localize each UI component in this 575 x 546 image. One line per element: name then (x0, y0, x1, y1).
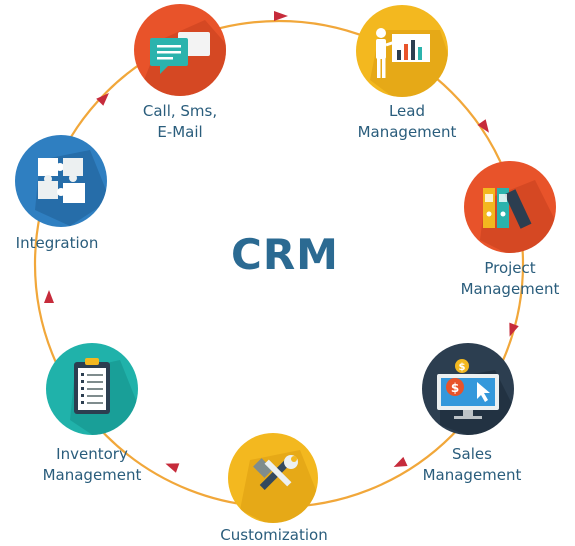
label-call-sms-email: Call, Sms, E-Mail (130, 101, 230, 143)
checklist-clipboard-icon (46, 343, 138, 435)
label-sales-management: Sales Management (412, 444, 532, 486)
svg-text:$: $ (459, 362, 466, 373)
label-line-1: Lead (388, 102, 426, 120)
label-line-2: Management (357, 123, 457, 141)
label-line-2: Management (42, 466, 142, 484)
label-line-2: Management (460, 280, 560, 298)
label-line-1: Customization (220, 526, 328, 544)
label-line-1: Project (484, 259, 536, 277)
wrench-hammer-icon (228, 433, 318, 523)
label-integration: Integration (2, 233, 112, 254)
label-line-1: Call, Sms, (142, 102, 218, 120)
label-line-2: E-Mail (157, 123, 203, 141)
flow-arrows (44, 11, 519, 473)
label-lead-management: Lead Management (347, 101, 467, 143)
arrow-3 (509, 322, 519, 337)
label-inventory-management: Inventory Management (32, 444, 152, 486)
arrow-4 (393, 456, 408, 467)
presenter-chart-icon (356, 5, 448, 97)
svg-text:$: $ (451, 381, 459, 395)
label-line-1: Inventory (56, 445, 128, 463)
label-project-management: Project Management (450, 258, 570, 300)
monitor-dollar-icon: $ $ (422, 343, 514, 435)
binders-icon (464, 161, 556, 253)
puzzle-pieces-icon (15, 135, 107, 227)
label-line-1: Integration (15, 234, 99, 252)
diagram-title: CRM (231, 230, 339, 279)
arrow-5 (165, 463, 180, 473)
arrow-2 (477, 119, 490, 133)
arrow-1 (274, 11, 288, 21)
arrow-7 (96, 93, 109, 106)
label-line-1: Sales (452, 445, 492, 463)
label-line-2: Management (422, 466, 522, 484)
arrow-6 (44, 290, 54, 303)
label-customization: Customization (204, 525, 344, 546)
chat-bubbles-icon (134, 4, 226, 96)
